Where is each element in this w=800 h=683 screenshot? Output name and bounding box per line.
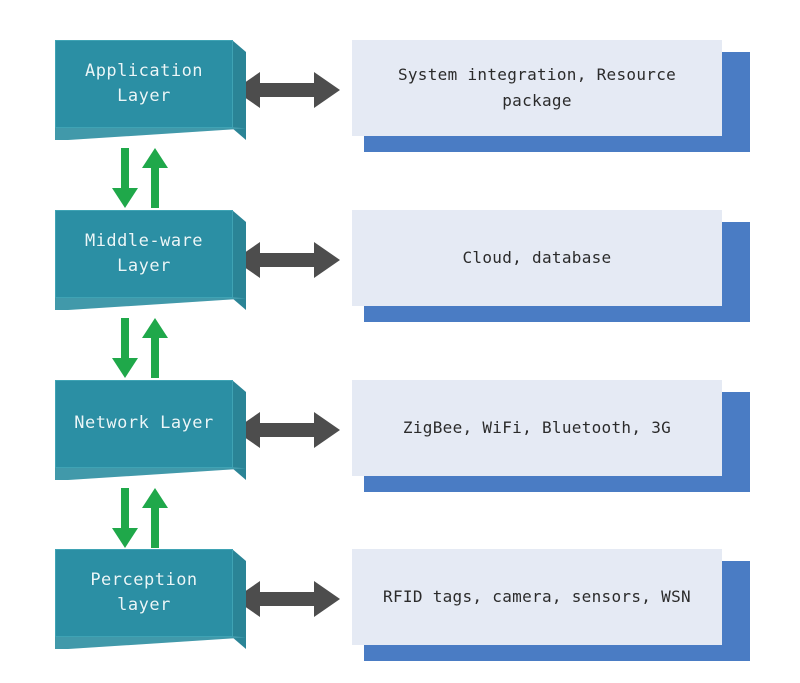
layer-label: Application Layer: [84, 60, 204, 107]
double-arrow-network: [232, 406, 342, 454]
panel-text: ZigBee, WiFi, Bluetooth, 3G: [402, 418, 672, 438]
box-front-face: Perception layer: [55, 549, 233, 637]
layer-box-application[interactable]: Application Layer: [55, 40, 246, 140]
connector-middleware-network: [103, 318, 173, 380]
info-panel-network[interactable]: ZigBee, WiFi, Bluetooth, 3G: [352, 380, 750, 492]
panel-text: System integration, Resource package: [397, 65, 677, 110]
connector-application-middleware: [103, 148, 173, 210]
double-arrow-application: [232, 66, 342, 114]
layer-box-middleware[interactable]: Middle-ware Layer: [55, 210, 246, 310]
arrow-down-icon: [112, 488, 138, 548]
double-arrow-middleware: [232, 236, 342, 284]
box-right-face: [232, 40, 246, 140]
layer-box-perception[interactable]: Perception layer: [55, 549, 246, 649]
layer-box-network[interactable]: Network Layer: [55, 380, 246, 480]
panel-text: Cloud, database: [462, 248, 612, 268]
info-panel-perception[interactable]: RFID tags, camera, sensors, WSN: [352, 549, 750, 661]
box-right-face: [232, 210, 246, 310]
box-bottom-highlight: [55, 467, 246, 480]
info-panel-middleware[interactable]: Cloud, database: [352, 210, 750, 322]
connector-network-perception: [103, 488, 173, 550]
box-bottom-highlight: [55, 636, 246, 649]
panel-face: System integration, Resource package: [352, 40, 722, 136]
arrow-up-icon: [142, 318, 168, 378]
box-front-face: Network Layer: [55, 380, 233, 468]
panel-face: ZigBee, WiFi, Bluetooth, 3G: [352, 380, 722, 476]
box-bottom-highlight: [55, 297, 246, 310]
double-arrow-perception: [232, 575, 342, 623]
box-front-face: Application Layer: [55, 40, 233, 128]
box-right-face: [232, 380, 246, 480]
arrow-up-icon: [142, 488, 168, 548]
panel-text: RFID tags, camera, sensors, WSN: [383, 587, 691, 607]
layer-label: Perception layer: [90, 569, 198, 616]
box-bottom-highlight: [55, 127, 246, 140]
layer-label: Middle-ware Layer: [84, 230, 204, 277]
box-right-face: [232, 549, 246, 649]
box-front-face: Middle-ware Layer: [55, 210, 233, 298]
panel-face: Cloud, database: [352, 210, 722, 306]
panel-face: RFID tags, camera, sensors, WSN: [352, 549, 722, 645]
arrow-up-icon: [142, 148, 168, 208]
info-panel-application[interactable]: System integration, Resource package: [352, 40, 750, 152]
arrow-down-icon: [112, 318, 138, 378]
arrow-down-icon: [112, 148, 138, 208]
layer-label: Network Layer: [74, 413, 214, 434]
